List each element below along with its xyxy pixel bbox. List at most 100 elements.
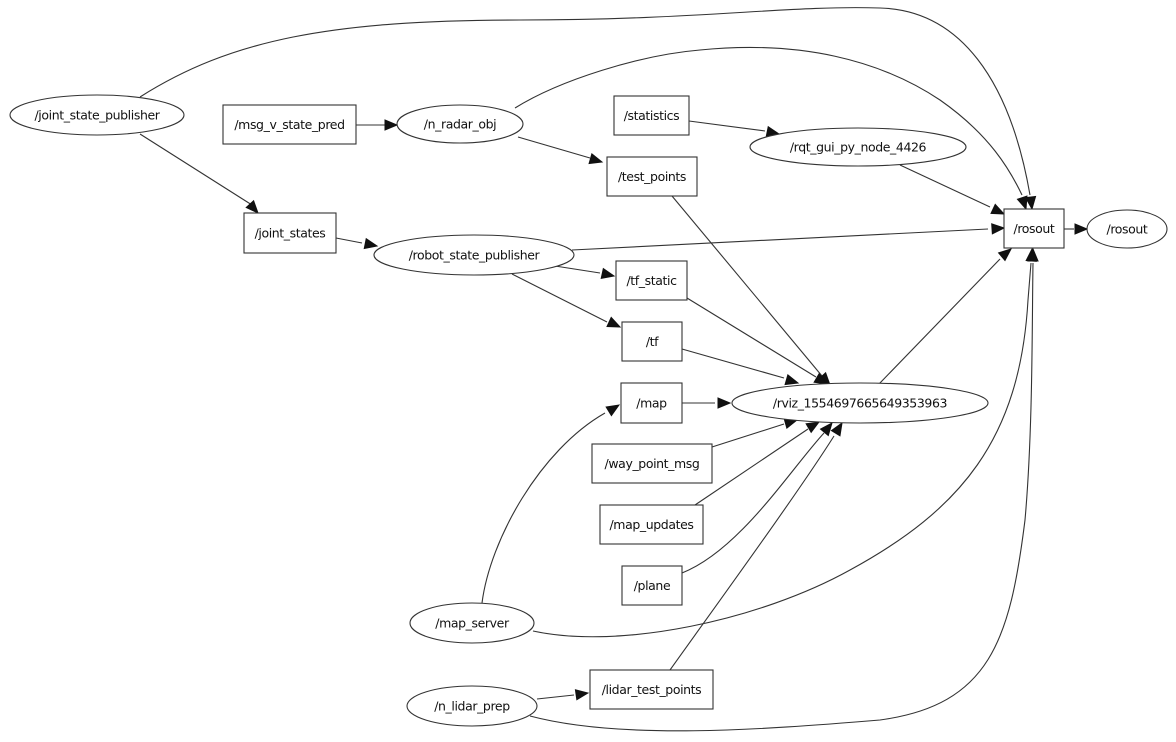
node-ellipse[interactable] bbox=[1086, 209, 1168, 249]
node-label: /tf bbox=[646, 334, 659, 349]
node-label: /robot_state_publisher bbox=[409, 248, 541, 263]
arrowhead-icon bbox=[991, 223, 1006, 235]
topic-box[interactable] bbox=[1003, 208, 1065, 249]
node-label: /test_points bbox=[618, 169, 686, 184]
edge-line bbox=[681, 348, 785, 379]
node-joint-state-publisher[interactable]: /joint_state_publisher bbox=[9, 94, 185, 136]
edge-line bbox=[517, 136, 591, 159]
node-ellipse[interactable] bbox=[9, 94, 185, 136]
edge-rqt_gui_py_node_4426-to-rosout_topic bbox=[899, 164, 1006, 215]
node-label: /n_lidar_prep bbox=[434, 699, 510, 714]
node-label: /map bbox=[636, 396, 667, 411]
edge-lidar_test_points-to-rviz bbox=[669, 421, 843, 671]
edge-line bbox=[899, 164, 991, 208]
node-rosout-node[interactable]: /rosout bbox=[1086, 209, 1168, 249]
edge-line bbox=[688, 120, 766, 132]
edge-map_server-to-map bbox=[481, 404, 621, 604]
topic-box[interactable] bbox=[621, 565, 683, 606]
edge-robot_state_publisher-to-tf_static bbox=[554, 265, 616, 280]
topic-map[interactable]: /map bbox=[620, 382, 683, 424]
node-ellipse[interactable] bbox=[406, 685, 538, 727]
node-n-radar-obj[interactable]: /n_radar_obj bbox=[396, 104, 524, 144]
node-rviz[interactable]: /rviz_1554697665649353963 bbox=[731, 382, 989, 424]
edge-map_server-to-rosout_topic bbox=[532, 247, 1037, 638]
arrowhead-icon bbox=[600, 267, 616, 280]
topic-msg-v-state-pred[interactable]: /msg_v_state_pred bbox=[222, 104, 357, 145]
arrowhead-icon bbox=[384, 119, 399, 131]
edge-test_points-to-rviz bbox=[671, 195, 831, 386]
arrowhead-icon bbox=[997, 248, 1012, 262]
node-ellipse[interactable] bbox=[749, 127, 967, 167]
topic-box[interactable] bbox=[599, 504, 704, 545]
node-label: /rqt_gui_py_node_4426 bbox=[790, 140, 927, 155]
topic-box[interactable] bbox=[606, 156, 698, 197]
edge-statistics-to-rqt_gui_py_node_4426 bbox=[688, 120, 781, 138]
topic-statistics[interactable]: /statistics bbox=[613, 95, 690, 136]
topic-box[interactable] bbox=[243, 212, 337, 254]
edge-n_radar_obj-to-test_points bbox=[517, 136, 604, 165]
node-rqt-gui-py-node-4426[interactable]: /rqt_gui_py_node_4426 bbox=[749, 127, 967, 167]
edge-line bbox=[571, 228, 989, 251]
topic-box[interactable] bbox=[222, 104, 357, 145]
topic-box[interactable] bbox=[591, 443, 713, 484]
arrowhead-icon bbox=[363, 237, 379, 250]
arrowhead-icon bbox=[574, 689, 590, 701]
edge-line bbox=[481, 412, 606, 604]
edge-line bbox=[681, 432, 825, 574]
topic-joint-states[interactable]: /joint_states bbox=[243, 212, 337, 254]
topic-tf[interactable]: /tf bbox=[621, 321, 683, 362]
topic-tf-static[interactable]: /tf_static bbox=[615, 260, 688, 301]
node-ellipse[interactable] bbox=[373, 234, 575, 276]
arrowhead-icon bbox=[784, 374, 800, 386]
topic-lidar-test-points[interactable]: /lidar_test_points bbox=[589, 669, 714, 710]
node-label: /tf_static bbox=[626, 273, 677, 288]
topic-rosout-topic[interactable]: /rosout bbox=[1003, 208, 1065, 249]
arrowhead-icon bbox=[1074, 223, 1089, 235]
nodes-layer: /joint_state_publisher/msg_v_state_pred /… bbox=[9, 94, 1168, 727]
edge-line bbox=[139, 133, 253, 206]
edge-map_updates-to-rviz bbox=[694, 421, 821, 506]
topic-box[interactable] bbox=[589, 669, 714, 710]
node-label: /map_server bbox=[435, 616, 510, 631]
node-map-server[interactable]: /map_server bbox=[409, 602, 535, 644]
arrowhead-icon bbox=[819, 421, 833, 437]
edge-line bbox=[694, 428, 809, 506]
node-label: /way_point_msg bbox=[605, 456, 700, 471]
edge-joint_state_publisher-to-joint_states bbox=[139, 133, 259, 214]
arrowhead-icon bbox=[1024, 195, 1037, 211]
topic-way-point-msg[interactable]: /way_point_msg bbox=[591, 443, 713, 484]
arrowhead-icon bbox=[1016, 195, 1028, 211]
node-ellipse[interactable] bbox=[409, 602, 535, 644]
arrowhead-icon bbox=[805, 421, 821, 434]
arrowhead-icon bbox=[990, 203, 1006, 215]
arrowhead-icon bbox=[813, 372, 829, 385]
arrowhead-icon bbox=[606, 316, 622, 328]
topic-box[interactable] bbox=[620, 382, 683, 424]
arrowhead-icon bbox=[245, 199, 259, 214]
node-robot-state-publisher[interactable]: /robot_state_publisher bbox=[373, 234, 575, 276]
edge-rosout_topic-to-rosout_node bbox=[1064, 223, 1089, 235]
arrowhead-icon bbox=[1027, 247, 1039, 262]
edge-n_lidar_prep-to-rosout_topic bbox=[529, 247, 1039, 732]
node-ellipse[interactable] bbox=[731, 382, 989, 424]
topic-plane[interactable]: /plane bbox=[621, 565, 683, 606]
arrowhead-icon bbox=[588, 153, 604, 165]
topic-map-updates[interactable]: /map_updates bbox=[599, 504, 704, 545]
topic-box[interactable] bbox=[621, 321, 683, 362]
topic-box[interactable] bbox=[613, 95, 690, 136]
edges-layer bbox=[139, 7, 1089, 732]
node-ellipse[interactable] bbox=[396, 104, 524, 144]
edge-plane-to-rviz bbox=[681, 421, 833, 574]
edge-line bbox=[529, 262, 1034, 732]
edge-map-to-rviz bbox=[682, 397, 732, 409]
edge-way_point_msg-to-rviz bbox=[711, 417, 799, 448]
edge-robot_state_publisher-to-rosout_topic bbox=[571, 223, 1006, 251]
topic-box[interactable] bbox=[615, 260, 688, 301]
topic-test-points[interactable]: /test_points bbox=[606, 156, 698, 197]
node-n-lidar-prep[interactable]: /n_lidar_prep bbox=[406, 685, 538, 727]
arrowhead-icon bbox=[830, 421, 843, 437]
edge-joint_states-to-robot_state_publisher bbox=[335, 237, 379, 250]
edge-line bbox=[878, 258, 1001, 385]
edge-line bbox=[669, 435, 835, 671]
